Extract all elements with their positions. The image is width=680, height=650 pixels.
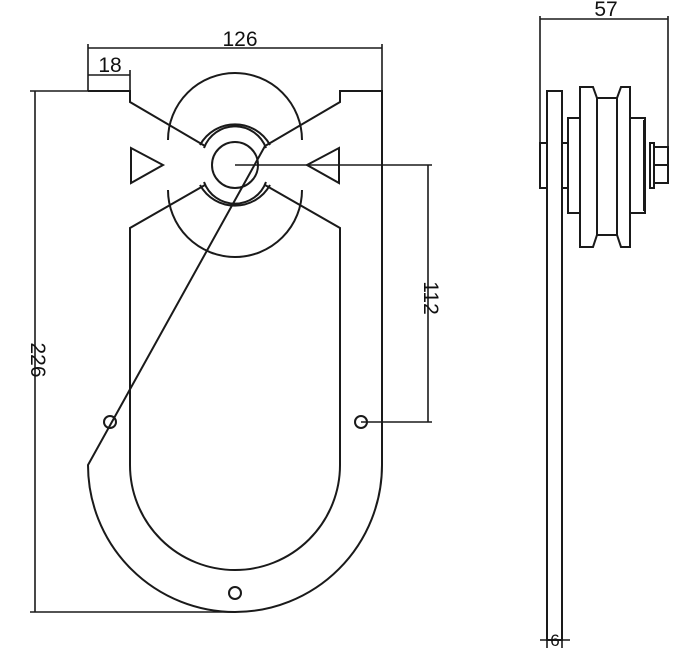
wheel-flange-right <box>616 86 631 248</box>
wheel-groove <box>596 97 618 236</box>
dim-width: 126 <box>222 28 257 51</box>
wheel-flange-left <box>579 86 598 248</box>
nut-bottom <box>653 164 669 184</box>
hub-right <box>629 117 646 214</box>
side-plate <box>546 90 563 641</box>
window-outline <box>129 184 341 571</box>
roller-disc <box>167 72 303 258</box>
plate-outline <box>86 90 383 613</box>
dim-thickness: 6 <box>550 631 559 650</box>
mount-hole-left <box>103 415 117 429</box>
mount-hole-bottom <box>228 586 242 600</box>
dim-height: 226 <box>26 342 49 377</box>
washer <box>643 120 646 211</box>
side-bolt <box>539 142 548 189</box>
nut-top <box>653 146 669 166</box>
side-view <box>539 86 669 641</box>
roller-ring <box>199 123 271 207</box>
front-dimensions: 126 18 226 112 <box>26 28 442 613</box>
side-dimensions: 57 6 <box>539 0 669 650</box>
hub-left <box>567 117 581 214</box>
dim-hole-spacing: 112 <box>419 281 442 314</box>
triangle-cutout-left <box>130 146 166 185</box>
dim-depth: 57 <box>594 0 617 21</box>
front-view <box>86 72 383 613</box>
dim-tab: 18 <box>98 54 121 77</box>
